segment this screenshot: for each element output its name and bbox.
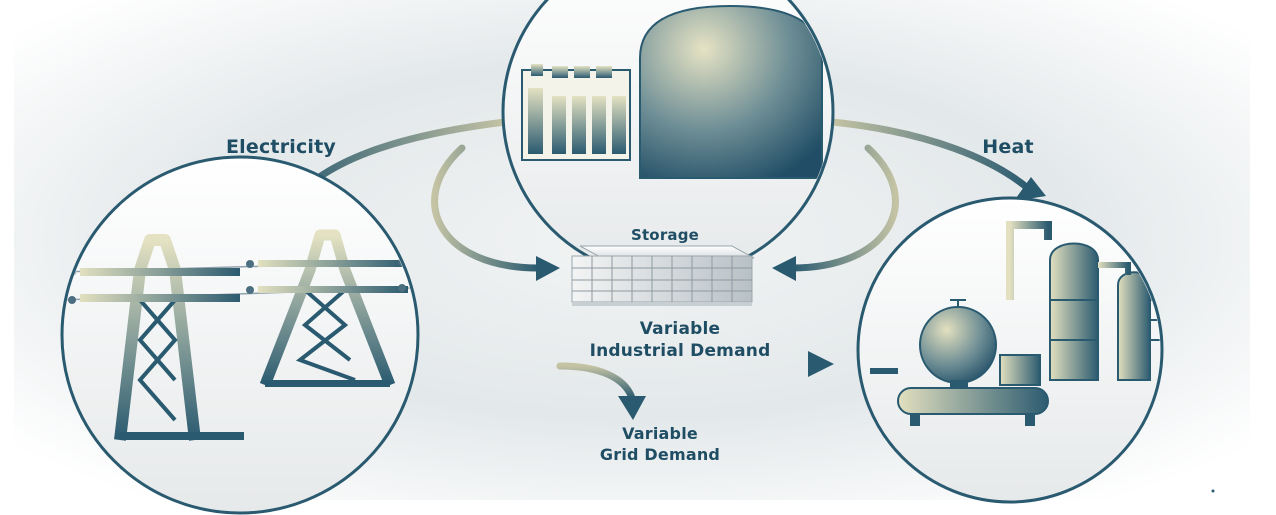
grid-demand-label-line1: Variable [622, 424, 698, 443]
horizontal-drum-icon [897, 387, 1049, 426]
grid-demand-label-line2: Grid Demand [599, 445, 721, 464]
heat-arrow [828, 118, 1046, 201]
transmission-tower-icon [258, 229, 408, 388]
pump-house-icon [999, 354, 1041, 386]
industrial-demand-label: Variable Industrial Demand [540, 318, 820, 362]
turbine-building-icon [521, 64, 631, 161]
industrial-demand-label-line1: Variable [639, 319, 721, 339]
grid-demand-arrowhead [618, 396, 646, 420]
storage-label: Storage [630, 226, 700, 244]
heat-label: Heat [982, 136, 1034, 158]
transmission-tower-icon [80, 234, 244, 441]
industrial-process-plant [856, 196, 1164, 504]
storage-right-arrowhead [772, 256, 796, 281]
storage-unit-icon [571, 245, 755, 306]
reactor-plant [501, 0, 835, 279]
storage-right-arrow [772, 144, 899, 281]
industrial-demand-arrowhead [808, 351, 834, 377]
grid-demand-label: Variable Grid Demand [560, 423, 760, 465]
storage-left-arrow [431, 144, 560, 281]
stray-dot [1211, 489, 1215, 493]
transmission-towers [60, 155, 420, 515]
industrial-demand-arrow [407, 351, 834, 377]
heat-arrowhead [1014, 177, 1046, 201]
storage-left-arrowhead [536, 256, 560, 281]
distillation-column-icon [1049, 242, 1099, 381]
containment-dome-icon [639, 4, 823, 179]
grid-demand-arrow [556, 362, 646, 420]
electricity-label: Electricity [225, 136, 337, 158]
ground-pipe-icon [870, 368, 898, 374]
industrial-demand-label-line2: Industrial Demand [589, 341, 771, 361]
